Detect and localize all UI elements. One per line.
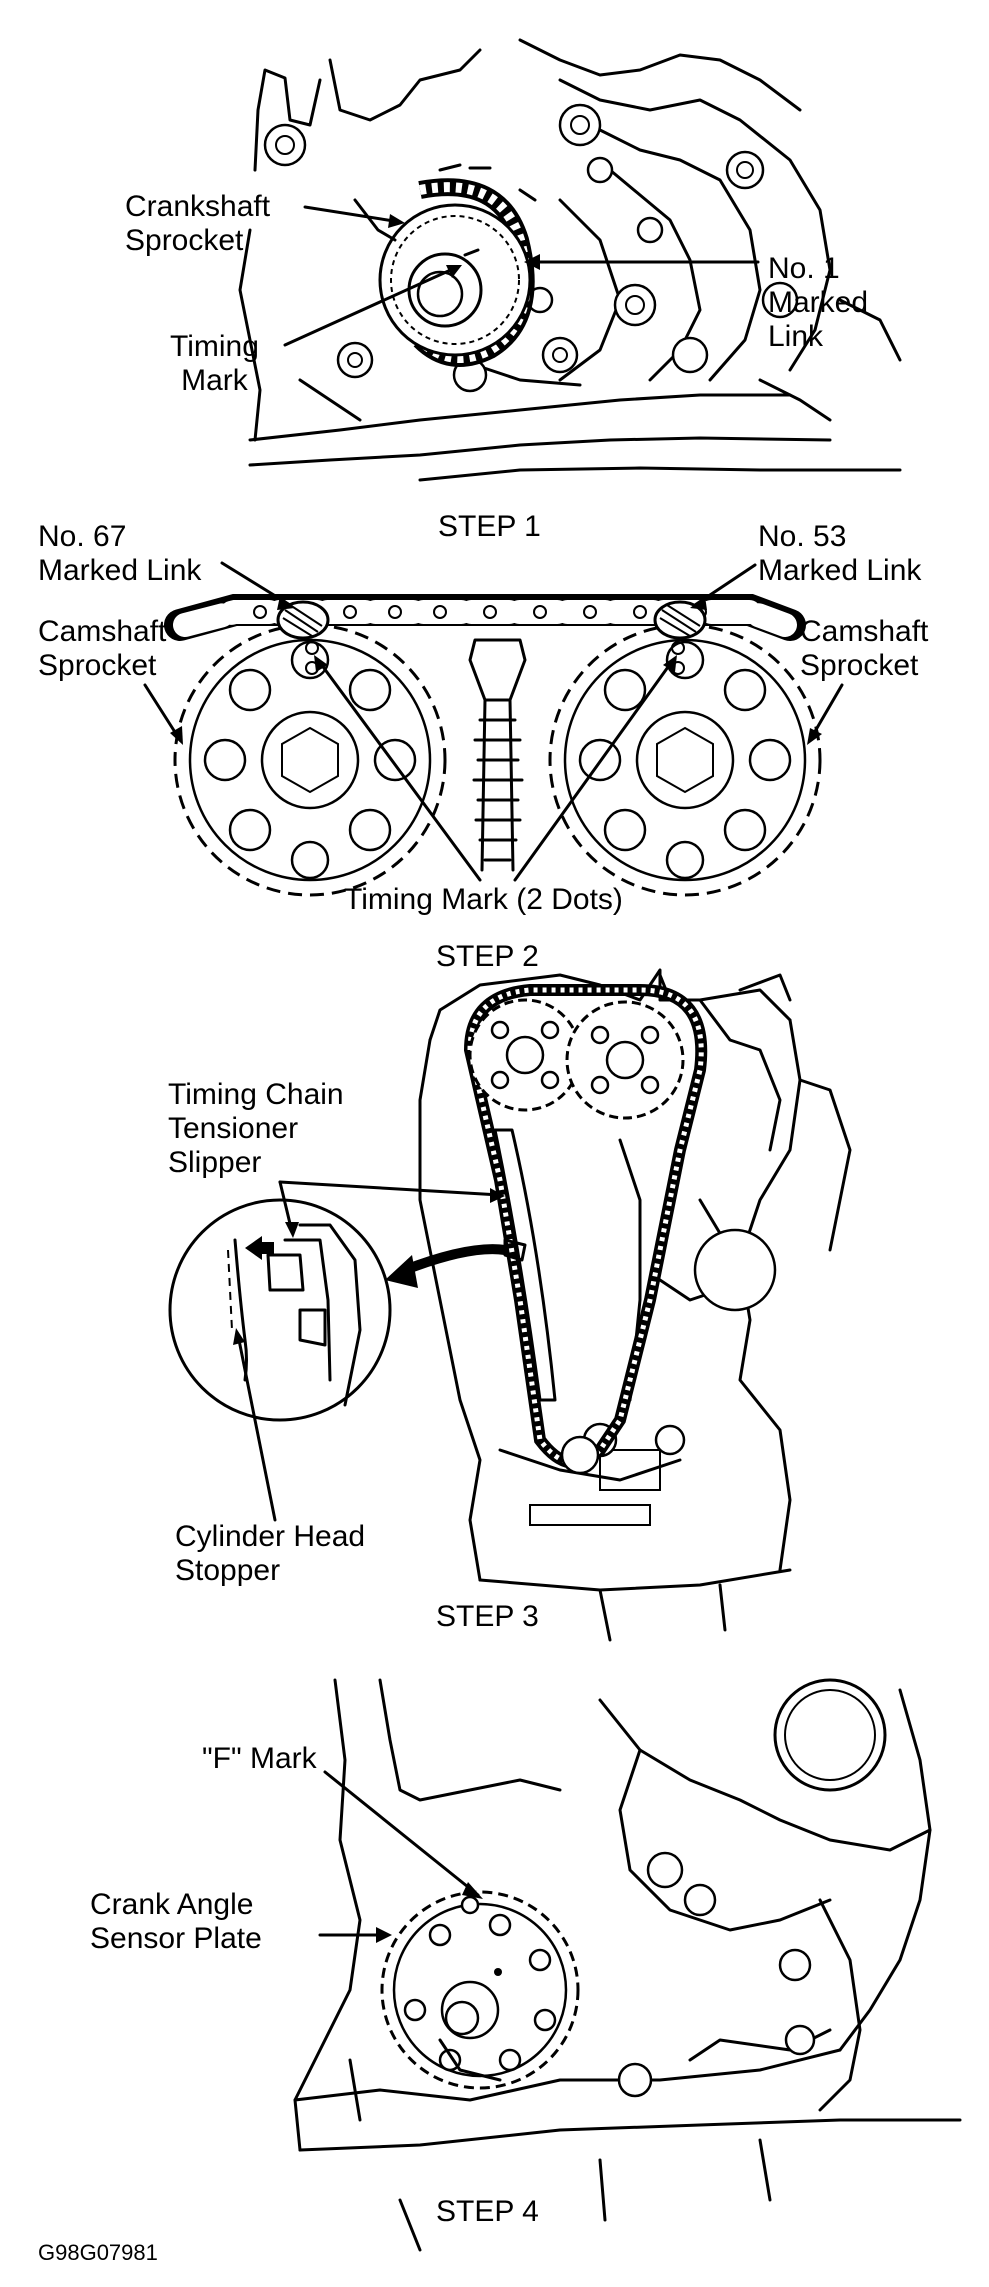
no1-marked-link-label: No. 1 Marked Link xyxy=(768,252,869,353)
camshaft-sprocket-right-label: Camshaft Sprocket xyxy=(800,615,929,682)
step2-caption: STEP 2 xyxy=(436,940,539,973)
step1-illustration xyxy=(238,38,902,482)
step4-caption: STEP 4 xyxy=(436,2195,539,2228)
f-mark-label: "F" Mark xyxy=(202,1742,317,1775)
timing-mark-2dots-label: Timing Mark (2 Dots) xyxy=(344,883,623,916)
tensioner-slipper-label: Timing Chain Tensioner Slipper xyxy=(168,1078,344,1179)
crank-angle-sensor-plate-label: Crank Angle Sensor Plate xyxy=(90,1888,262,1955)
timing-mark-label: Timing Mark xyxy=(170,330,259,397)
cylinder-head-stopper-label: Cylinder Head Stopper xyxy=(175,1520,366,1587)
step2-illustration xyxy=(143,561,844,897)
figure-code: G98G07981 xyxy=(38,2240,158,2265)
camshaft-sprocket-left-label: Camshaft Sprocket xyxy=(38,615,167,682)
step3-caption: STEP 3 xyxy=(436,1600,539,1633)
crankshaft-sprocket-label: Crankshaft Sprocket xyxy=(125,190,271,257)
step1-caption: STEP 1 xyxy=(438,510,541,543)
step3-illustration xyxy=(168,968,852,1642)
no67-marked-link-label: No. 67 Marked Link xyxy=(38,520,202,587)
no53-marked-link-label: No. 53 Marked Link xyxy=(758,520,922,587)
